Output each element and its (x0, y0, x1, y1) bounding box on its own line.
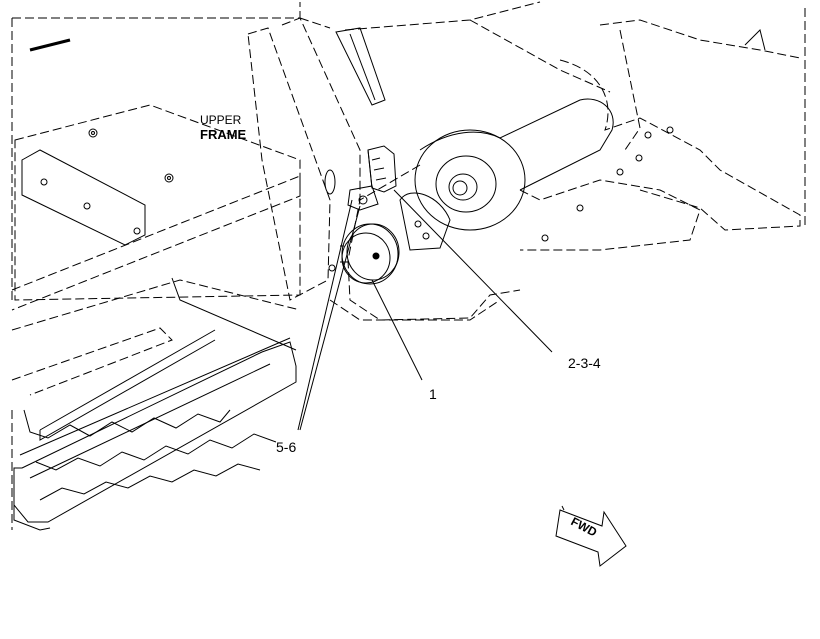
step-ladder (11, 175, 301, 531)
leader-line-5-6-a (297, 199, 353, 431)
upper-frame-plate (14, 38, 301, 301)
fwd-label: FWD (569, 514, 600, 539)
horn-disc (340, 223, 400, 285)
frame-label-upper: UPPER (200, 113, 242, 127)
callout-2-3-4: 2-3-4 (568, 355, 601, 371)
machine-frame-outline (11, 1, 806, 300)
frame-label-frame: FRAME (200, 127, 247, 142)
leader-lines (297, 189, 553, 431)
frame-posts (247, 17, 386, 301)
mounting-bracket (347, 145, 397, 211)
forward-arrow-icon (555, 505, 627, 567)
leader-line-1 (371, 279, 423, 381)
leader-line-5-6-b (299, 205, 361, 431)
leader-line-2-3-4 (393, 189, 553, 353)
callout-1: 1 (429, 386, 437, 402)
pin-boss-assembly (329, 19, 801, 321)
callout-5-6: 5-6 (276, 439, 296, 455)
